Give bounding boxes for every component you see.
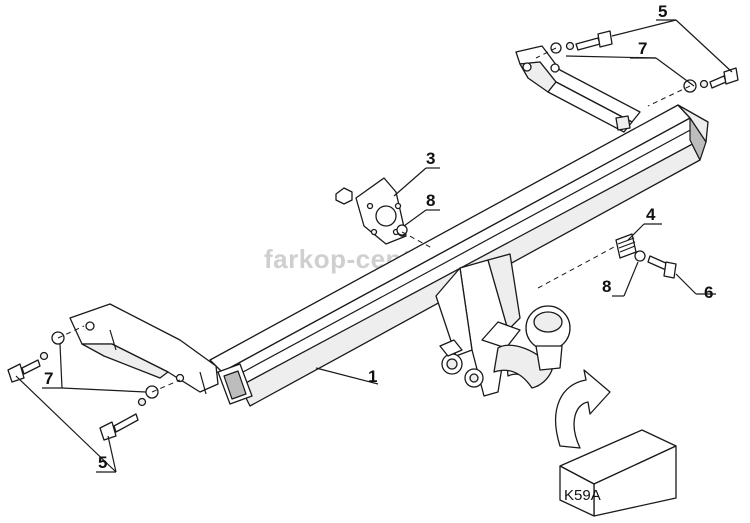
callout-6: 6 [704, 283, 713, 302]
right-side-bracket [515, 45, 641, 133]
direction-arrow [555, 369, 611, 449]
leader-lines [15, 19, 733, 473]
left-lower-fasteners [99, 385, 159, 441]
callout-8-bracket: 8 [426, 191, 435, 210]
model-code-box: K59A [559, 429, 677, 517]
callout-5-left: 5 [98, 453, 107, 472]
callout-labels: 1 3 8 4 8 6 5 7 7 5 [44, 2, 713, 472]
socket-bracket [335, 177, 407, 245]
tow-ball [493, 305, 571, 389]
top-right-fasteners [683, 67, 739, 93]
right-spring-washer [615, 233, 637, 259]
right-bolt-and-washer [634, 250, 677, 279]
mount-bolts [439, 339, 484, 388]
callout-3: 3 [426, 149, 435, 168]
top-left-fasteners [550, 30, 613, 54]
ball-mount-arm [435, 253, 521, 397]
left-upper-fasteners [7, 331, 65, 383]
callout-1: 1 [368, 367, 377, 386]
left-side-bracket [69, 303, 219, 395]
model-code-label: K59A [564, 487, 601, 504]
bracket-washer [396, 224, 408, 236]
assembly-lines [57, 47, 691, 393]
callout-4: 4 [646, 205, 656, 224]
callout-5-top: 5 [658, 2, 667, 21]
callout-8-right: 8 [602, 277, 611, 296]
left-tube-end [217, 363, 253, 405]
callout-7-left: 7 [44, 369, 53, 388]
callout-7-top: 7 [638, 39, 647, 58]
